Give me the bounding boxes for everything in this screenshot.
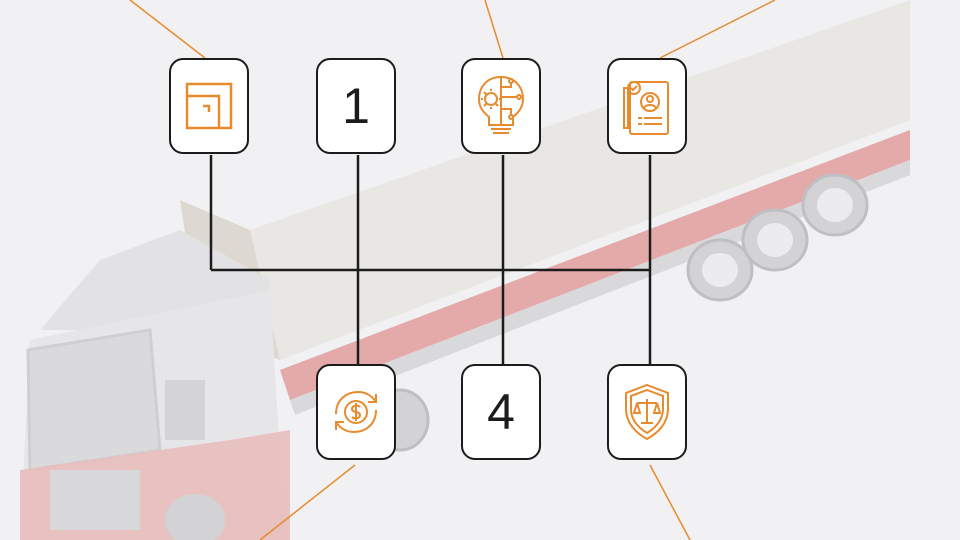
- callout-line-top-1: [129, 0, 206, 59]
- callout-line-bottom-1: [259, 464, 356, 540]
- cab-door-window: [165, 380, 205, 440]
- trailer-stripe: [280, 130, 910, 400]
- node-bottom-2[interactable]: 4: [461, 364, 541, 460]
- callout-line-bottom-3: [649, 464, 691, 540]
- node-bottom-3[interactable]: [607, 364, 687, 460]
- node-top-4[interactable]: [607, 58, 687, 154]
- node-number: 1: [342, 78, 370, 134]
- node-top-1[interactable]: [169, 58, 249, 154]
- lightbulb-gear-circuit-icon: [477, 75, 525, 134]
- frame-corner-icon: [185, 82, 233, 130]
- cab-grille: [50, 470, 140, 530]
- node-top-3[interactable]: [461, 58, 541, 154]
- node-number: 4: [487, 384, 515, 440]
- shield-scales-icon: [625, 383, 669, 441]
- node-bottom-1[interactable]: [316, 364, 396, 460]
- cab-wheel: [165, 494, 225, 540]
- callout-line-top-3: [484, 0, 504, 59]
- dollar-cycle-icon: [335, 390, 377, 434]
- callout-line-top-4: [659, 0, 776, 59]
- profile-document-icon: [623, 81, 669, 135]
- node-top-2[interactable]: 1: [316, 58, 396, 154]
